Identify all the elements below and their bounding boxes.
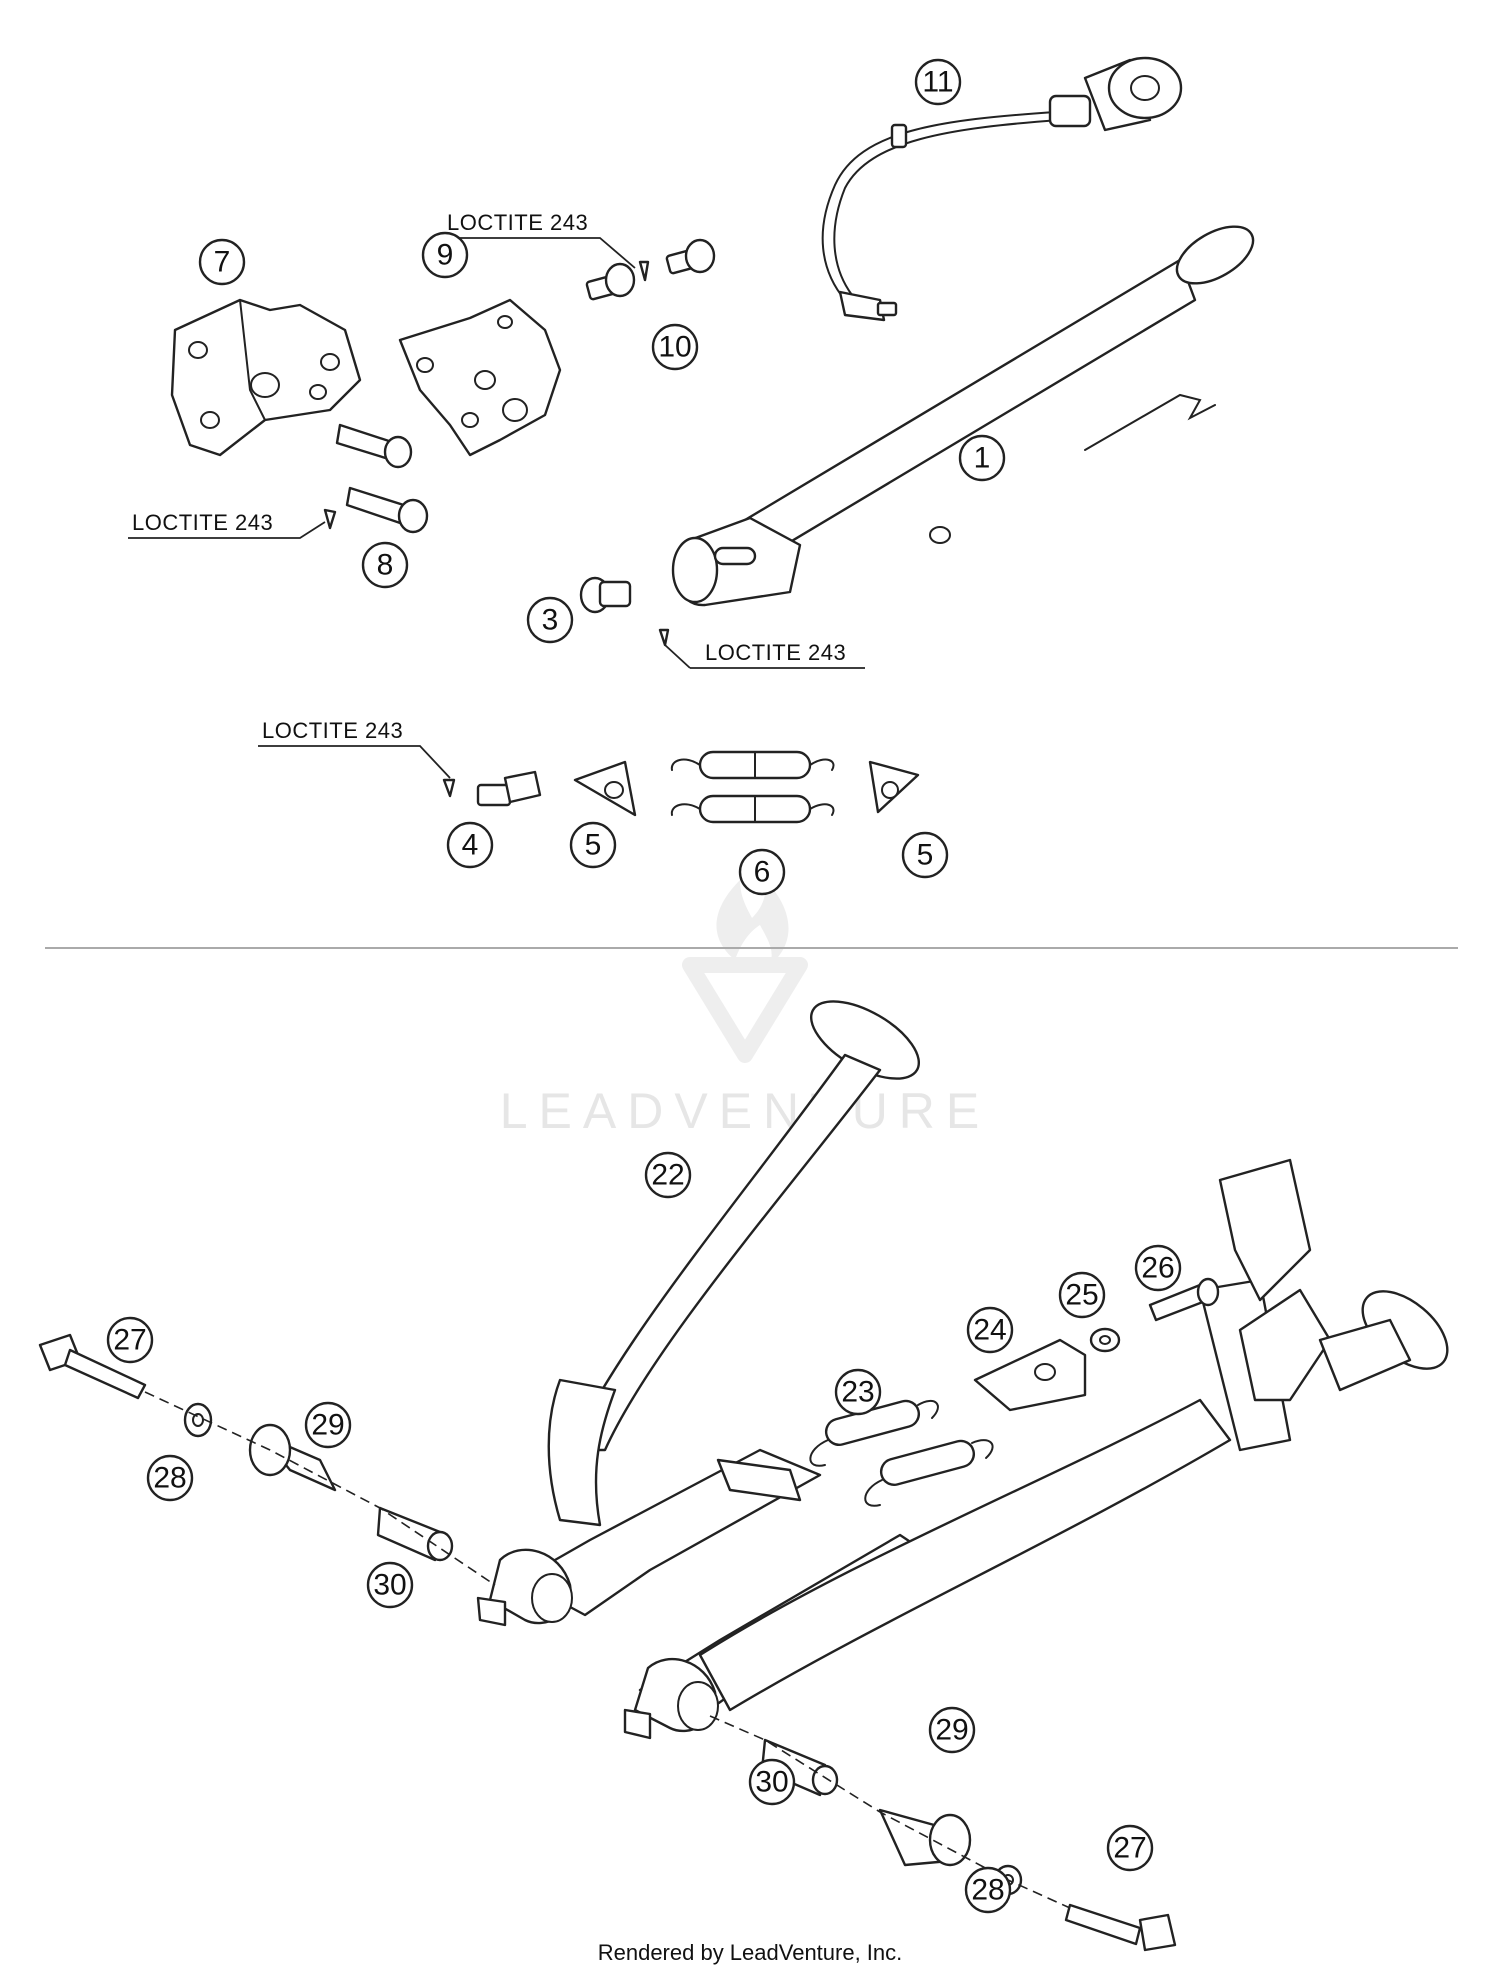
svg-text:6: 6 [754,856,771,889]
svg-text:9: 9 [437,239,454,272]
spring-set-6 [670,750,835,824]
callout-5-right: 5 [901,831,949,879]
svg-text:LOCTITE 243: LOCTITE 243 [705,640,846,665]
svg-text:5: 5 [917,839,934,872]
bolt-set-8 [335,423,429,534]
svg-text:LOCTITE 243: LOCTITE 243 [132,510,273,535]
callout-28-right: 28 [964,1866,1012,1914]
callout-4: 4 [446,821,494,869]
callout-1: 1 [958,434,1006,482]
bolt-3 [579,576,632,614]
svg-text:LOCTITE 243: LOCTITE 243 [262,718,403,743]
callout-27-left: 27 [106,1316,154,1364]
svg-text:5: 5 [585,829,602,862]
svg-text:23: 23 [841,1376,874,1409]
loctite-note-left: LOCTITE 243 [128,508,337,539]
callout-26: 26 [1134,1244,1182,1292]
svg-text:11: 11 [922,66,953,99]
bolt-27-right [1064,1903,1177,1952]
svg-text:22: 22 [651,1159,684,1192]
callout-3: 3 [526,596,574,644]
side-stand-switch [821,56,1183,322]
callout-30-right: 30 [748,1758,796,1806]
svg-text:7: 7 [214,246,231,279]
callout-9: 9 [421,231,469,279]
svg-text:3: 3 [542,604,559,637]
bolt-set-10 [585,238,716,301]
callout-29-left: 29 [304,1401,352,1449]
callout-11: 11 [914,58,962,106]
callout-10: 10 [651,323,699,371]
svg-text:10: 10 [658,331,691,364]
svg-text:28: 28 [153,1462,186,1495]
washer-28-left [183,1402,213,1438]
svg-text:8: 8 [377,549,394,582]
callout-23: 23 [834,1368,882,1416]
callout-27-right: 27 [1106,1824,1154,1872]
svg-text:27: 27 [113,1324,146,1357]
bolt-27-left [38,1333,147,1400]
loctite-note-low: LOCTITE 243 [258,718,456,798]
svg-text:30: 30 [755,1766,788,1799]
svg-text:1: 1 [974,442,991,475]
callout-22: 22 [644,1151,692,1199]
bracket [170,298,362,457]
svg-text:24: 24 [973,1314,1006,1347]
callout-28-left: 28 [146,1454,194,1502]
guide-plate-left [573,760,637,817]
bolt-4 [476,770,542,807]
callout-25: 25 [1058,1271,1106,1319]
render-credit: Rendered by LeadVenture, Inc. [598,1940,903,1965]
callout-30-left: 30 [366,1561,414,1609]
mounting-plate [398,298,562,457]
svg-text:29: 29 [311,1409,344,1442]
callout-6: 6 [738,848,786,896]
svg-text:25: 25 [1065,1279,1098,1312]
main-stand [476,1000,1449,1740]
svg-text:29: 29 [935,1714,968,1747]
callout-24: 24 [966,1306,1014,1354]
washer-25 [1089,1327,1121,1353]
sleeve-30-right [760,1738,839,1797]
svg-text:4: 4 [462,829,479,862]
loctite-note-top: LOCTITE 243 [442,210,650,282]
svg-text:26: 26 [1141,1252,1174,1285]
leadventure-watermark: LEADVENTURE [500,880,991,1139]
svg-text:LOCTITE 243: LOCTITE 243 [447,210,588,235]
side-stand [671,225,1255,607]
callout-7: 7 [198,238,246,286]
callout-8: 8 [361,541,409,589]
watermark-text: LEADVENTURE [500,1083,991,1139]
spring-set-23 [809,1399,994,1507]
callout-5-left: 5 [569,821,617,869]
svg-text:30: 30 [373,1569,406,1602]
guide-plate-right [868,760,920,814]
svg-text:27: 27 [1113,1832,1146,1865]
svg-text:28: 28 [971,1874,1004,1907]
loctite-note-mid: LOCTITE 243 [658,628,865,669]
callout-29-right: 29 [928,1706,976,1754]
bracket-24 [973,1338,1087,1412]
bolt-26 [1148,1277,1220,1322]
sleeve-30-left [376,1506,454,1562]
bushing-29-right [878,1808,972,1867]
